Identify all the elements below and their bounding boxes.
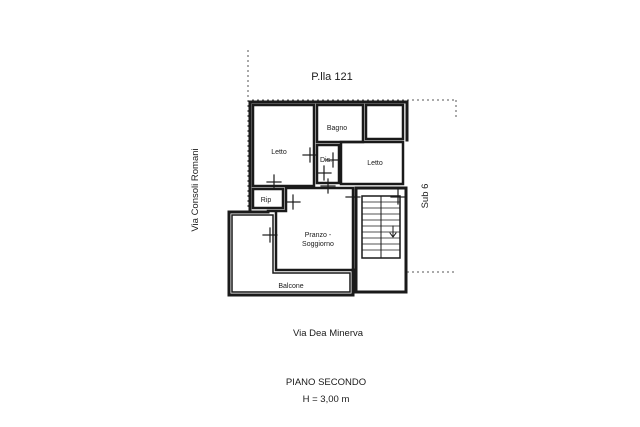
neighbor-right-label: Sub 6: [420, 184, 431, 209]
room-label-letto-right: Letto: [367, 160, 383, 167]
room-label-bagno: Bagno: [327, 125, 347, 132]
floor-title: PIANO SECONDO: [286, 377, 366, 388]
stair-treads: [361, 195, 401, 259]
door-symbols: [262, 147, 406, 243]
room-label-dis: Dis.: [320, 157, 332, 164]
room-dis: [315, 143, 341, 185]
room-label-letto-left: Letto: [271, 149, 287, 156]
room-pranzo-soggiorno: [266, 186, 355, 272]
room-label-balcone: Balcone: [278, 283, 303, 290]
room-walls: [231, 103, 405, 293]
boundary-lines: [247, 50, 457, 273]
room-label-soggiorno: Soggiorno: [302, 241, 334, 248]
outer-walls: [227, 100, 409, 297]
balcony-outline: [231, 214, 351, 293]
room-label-pranzo: Pranzo -: [305, 232, 332, 239]
room-bagno: [315, 103, 365, 144]
room-letto-right: [339, 140, 405, 186]
room-label-rip: Rip: [261, 197, 272, 204]
street-left-label: Via Consoli Romani: [190, 148, 201, 231]
room-letto-left: [251, 103, 316, 188]
floor-height: H = 3,00 m: [303, 394, 350, 405]
room-rip: [251, 187, 285, 210]
street-bottom-label: Via Dea Minerva: [293, 328, 364, 339]
parcel-label: P.lla 121: [311, 71, 352, 83]
room-closet: [364, 103, 405, 141]
